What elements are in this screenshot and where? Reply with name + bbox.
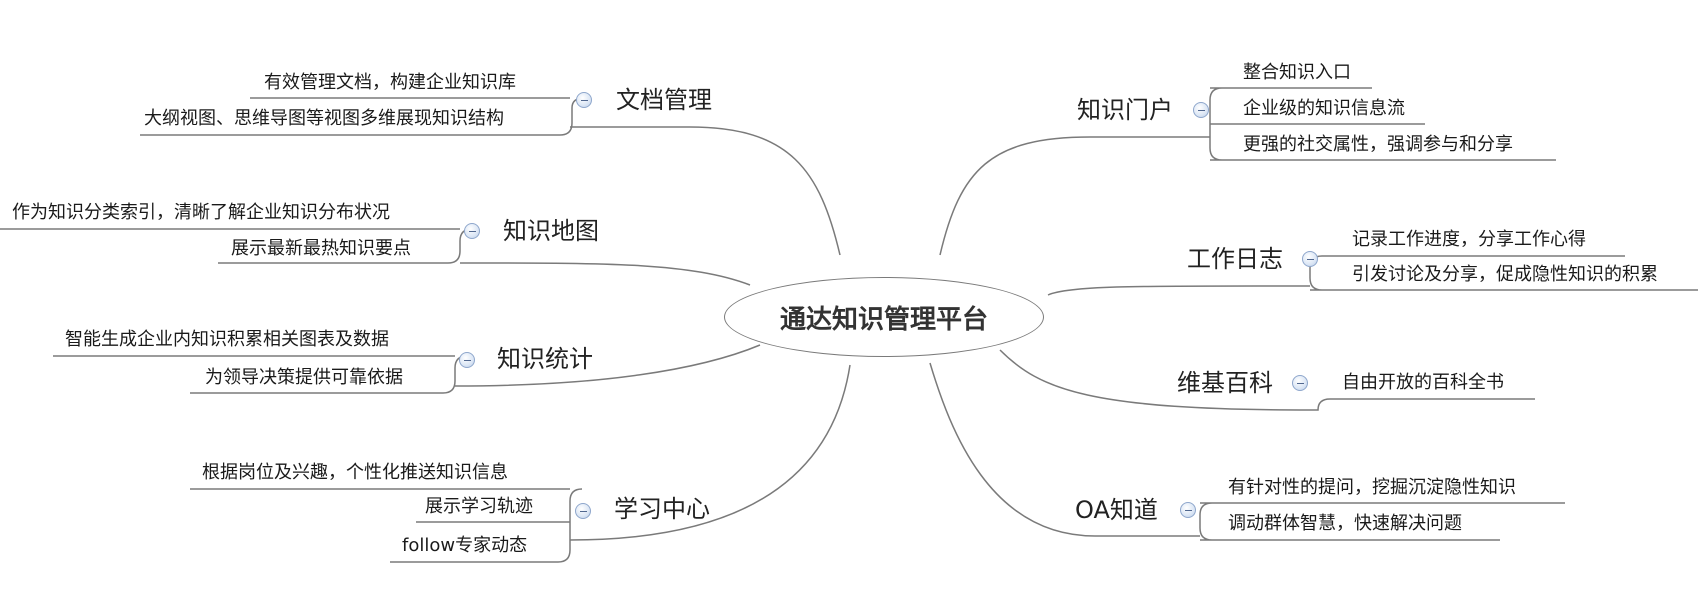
leaf-portal-2[interactable]: 企业级的知识信息流 [1243, 98, 1405, 119]
leaf-worklog-1[interactable]: 记录工作进度，分享工作心得 [1352, 229, 1586, 250]
branch-portal[interactable]: 知识门户 [1077, 96, 1173, 124]
leaf-wiki-1[interactable]: 自由开放的百科全书 [1342, 372, 1504, 393]
leaf-oa-1[interactable]: 有针对性的提问，挖掘沉淀隐性知识 [1228, 477, 1516, 498]
branch-stats[interactable]: 知识统计 [497, 345, 593, 373]
branch-map[interactable]: 知识地图 [503, 217, 599, 245]
collapse-toggle-docs[interactable] [576, 92, 592, 108]
collapse-toggle-portal[interactable] [1193, 102, 1209, 118]
link-worklog [1047, 285, 1311, 296]
link-portal [939, 136, 1210, 256]
leaf-map-1[interactable]: 作为知识分类索引，清晰了解企业知识分布状况 [12, 202, 390, 223]
central-topic[interactable]: 通达知识管理平台 [724, 277, 1044, 357]
learning-leaf-lines [190, 488, 583, 563]
leaf-portal-1[interactable]: 整合知识入口 [1243, 62, 1351, 83]
wiki-leaf-lines [1310, 398, 1535, 411]
branch-worklog[interactable]: 工作日志 [1187, 245, 1283, 273]
link-map [459, 262, 751, 286]
leaf-worklog-2[interactable]: 引发讨论及分享，促成隐性知识的积累 [1352, 264, 1658, 285]
collapse-toggle-stats[interactable] [459, 352, 475, 368]
leaf-map-2[interactable]: 展示最新最热知识要点 [231, 238, 411, 259]
link-stats [454, 344, 761, 387]
central-topic-label: 通达知识管理平台 [779, 304, 988, 335]
link-wiki [999, 349, 1311, 411]
leaf-stats-2[interactable]: 为领导决策提供可靠依据 [205, 367, 403, 388]
leaf-docs-2[interactable]: 大纲视图、思维导图等视图多维展现知识结构 [144, 108, 504, 129]
branch-wiki[interactable]: 维基百科 [1177, 369, 1273, 397]
leaf-learning-1[interactable]: 根据岗位及兴趣，个性化推送知识信息 [202, 462, 508, 483]
branch-docs[interactable]: 文档管理 [616, 86, 712, 114]
link-oa [929, 362, 1200, 537]
collapse-toggle-wiki[interactable] [1292, 375, 1308, 391]
portal-leaf-lines [1209, 87, 1556, 161]
collapse-toggle-map[interactable] [464, 223, 480, 239]
leaf-stats-1[interactable]: 智能生成企业内知识积累相关图表及数据 [65, 329, 389, 350]
collapse-toggle-worklog[interactable] [1302, 251, 1318, 267]
branch-learning[interactable]: 学习中心 [614, 495, 710, 523]
collapse-toggle-learning[interactable] [575, 503, 591, 519]
link-docs [570, 126, 841, 256]
leaf-docs-1[interactable]: 有效管理文档，构建企业知识库 [264, 72, 516, 93]
leaf-oa-2[interactable]: 调动群体智慧，快速解决问题 [1228, 513, 1462, 534]
leaf-learning-3[interactable]: follow专家动态 [402, 535, 528, 556]
oa-leaf-lines [1199, 502, 1565, 541]
link-learning [569, 364, 851, 541]
collapse-toggle-oa[interactable] [1180, 502, 1196, 518]
leaf-portal-3[interactable]: 更强的社交属性，强调参与和分享 [1243, 134, 1513, 155]
branch-oa[interactable]: OA知道 [1075, 496, 1158, 524]
leaf-learning-2[interactable]: 展示学习轨迹 [425, 496, 533, 517]
